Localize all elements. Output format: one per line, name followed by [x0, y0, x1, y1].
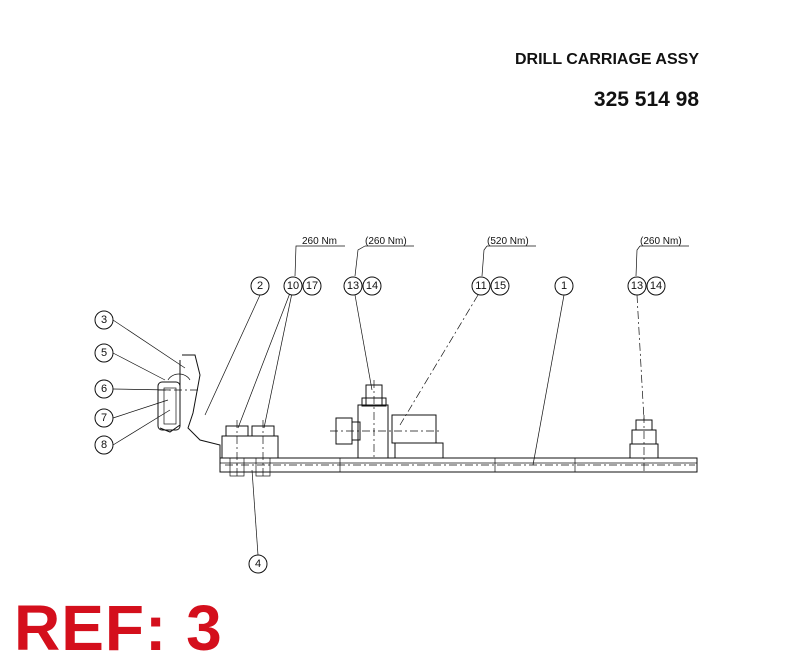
svg-text:11: 11: [475, 280, 486, 292]
drawing-title: DRILL CARRIAGE ASSY: [514, 51, 699, 68]
svg-text:17: 17: [306, 280, 318, 292]
callout-7: 7: [94, 408, 114, 428]
callout-14-right: 14: [646, 276, 666, 296]
svg-text:3: 3: [101, 314, 107, 326]
svg-text:1: 1: [561, 280, 567, 292]
callout-4: 4: [248, 554, 268, 574]
ref-label: REF: 3: [14, 592, 223, 664]
center-clamp-block: [330, 380, 444, 460]
svg-text:2: 2: [257, 280, 263, 292]
torque-label: (260 Nm): [640, 236, 682, 247]
callout-13-right: 13: [627, 276, 647, 296]
leader-lines: [112, 245, 689, 556]
carriage-rail: [219, 457, 698, 473]
svg-text:15: 15: [494, 280, 506, 292]
callout-11: 11: [471, 276, 491, 296]
callout-5: 5: [94, 343, 114, 363]
svg-text:6: 6: [101, 383, 107, 395]
svg-text:13: 13: [347, 280, 359, 292]
svg-text:7: 7: [101, 412, 107, 424]
callout-8: 8: [94, 435, 114, 455]
svg-text:14: 14: [650, 280, 662, 292]
part-number: 325 514 98: [593, 88, 699, 111]
svg-text:8: 8: [101, 439, 107, 451]
svg-text:13: 13: [631, 280, 643, 292]
left-bolt-group: [221, 420, 279, 478]
svg-text:5: 5: [101, 347, 107, 359]
callout-15: 15: [490, 276, 510, 296]
svg-text:10: 10: [287, 280, 299, 292]
svg-text:4: 4: [255, 558, 261, 570]
svg-text:14: 14: [366, 280, 378, 292]
callout-13-center: 13: [343, 276, 363, 296]
torque-label: 260 Nm: [302, 236, 337, 247]
torque-label: (260 Nm): [365, 236, 407, 247]
clamp-bracket: [157, 354, 221, 458]
callout-1: 1: [554, 276, 574, 296]
callout-10: 10: [283, 276, 303, 296]
callout-2: 2: [250, 276, 270, 296]
right-bolt: [629, 415, 659, 472]
callout-6: 6: [94, 379, 114, 399]
callout-3: 3: [94, 310, 114, 330]
torque-label: (520 Nm): [487, 236, 529, 247]
callout-17: 17: [302, 276, 322, 296]
callout-14-center: 14: [362, 276, 382, 296]
